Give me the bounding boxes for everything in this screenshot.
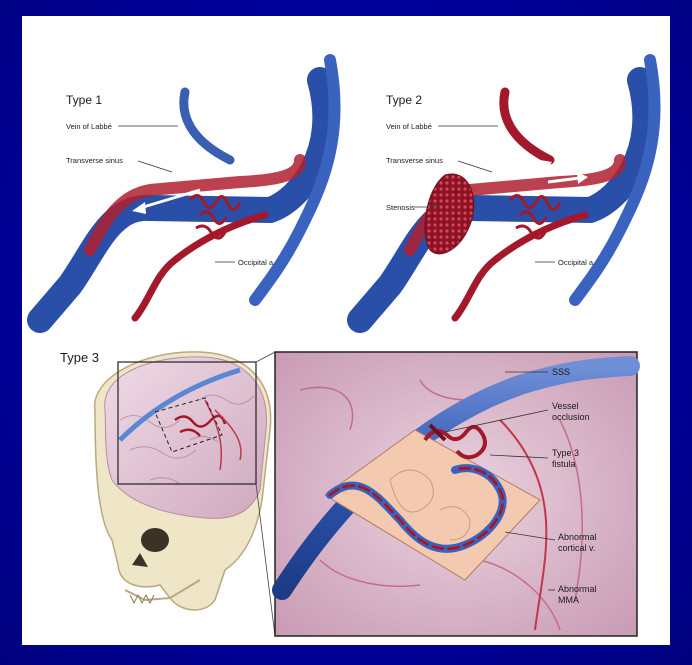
- type1-leader-sinus: [138, 161, 172, 172]
- skull-orbit: [141, 528, 169, 552]
- type2-label-stenosis: Stenosis: [386, 203, 415, 212]
- type2-label-artery: Occipital a.: [558, 258, 595, 267]
- zoom-line-bottom: [256, 484, 275, 636]
- label-occlusion-2: occlusion: [552, 412, 590, 422]
- type2-label-vein: Vein of Labbé: [386, 122, 432, 131]
- type3-heading: Type 3: [60, 350, 99, 365]
- label-sss: SSS: [552, 367, 570, 377]
- label-occlusion-1: Vessel: [552, 401, 579, 411]
- label-mma-2: MMA: [558, 595, 579, 605]
- type1-heading: Type 1: [66, 93, 102, 107]
- type3-diagram: Type 3: [60, 350, 637, 636]
- type2-flow-arrow-1: [515, 165, 545, 178]
- label-fistula-2: fistula: [552, 459, 576, 469]
- type2-vein-of-labbe: [504, 92, 550, 160]
- zoom-line-top: [256, 352, 275, 362]
- type1-label-artery: Occipital a.: [238, 258, 275, 267]
- label-cortical-1: Abnormal: [558, 532, 597, 542]
- label-cortical-2: cortical v.: [558, 543, 595, 553]
- label-fistula-1: Type 3: [552, 448, 579, 458]
- type1-label-vein: Vein of Labbé: [66, 122, 112, 131]
- type2-diagram: Type 2 Vein of Labbé Transverse sinus St…: [360, 60, 655, 320]
- type1-diagram: Type 1 Vein of Labbé Transverse sinus Oc…: [40, 60, 335, 320]
- label-mma-1: Abnormal: [558, 584, 597, 594]
- type1-vein-of-labbe: [184, 92, 230, 160]
- type2-stenosis: [425, 174, 474, 254]
- type2-leader-sinus: [458, 161, 492, 172]
- type1-label-sinus: Transverse sinus: [66, 156, 123, 165]
- type2-label-sinus: Transverse sinus: [386, 156, 443, 165]
- brain: [105, 357, 267, 519]
- type2-heading: Type 2: [386, 93, 422, 107]
